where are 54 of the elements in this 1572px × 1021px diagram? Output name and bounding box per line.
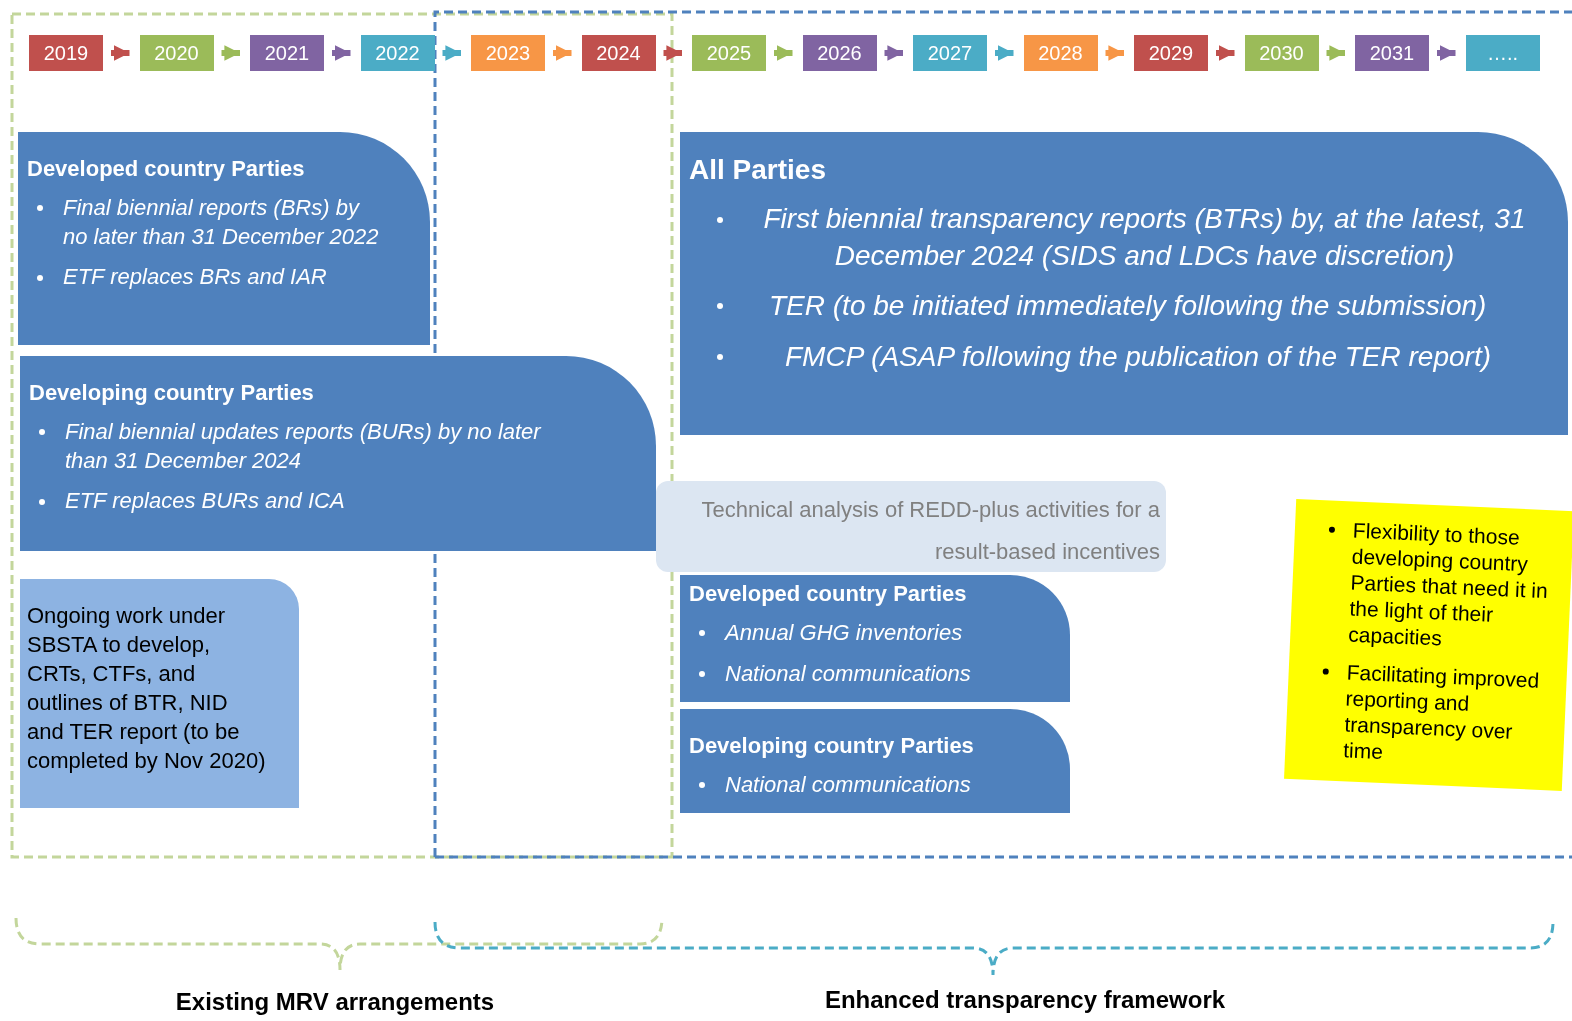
card-heading: Developed country Parties [689, 581, 968, 607]
arrow [1105, 45, 1124, 61]
bullet-text: ETF replaces BRs and IAR [27, 263, 420, 304]
year-box: 2028 [1023, 35, 1098, 71]
info-card [20, 356, 656, 551]
arrow [553, 45, 572, 61]
card-heading: All Parties [689, 154, 827, 186]
arrow [442, 45, 461, 61]
year-box: 2021 [250, 35, 324, 71]
year-box: 2030 [1244, 35, 1319, 71]
arrow [774, 45, 793, 61]
card-heading: Developed country Parties [27, 156, 306, 182]
bullet-text: First biennial transparency reports (BTRs) by, at the latest, 31 December 2024 (SIDS and LDCs have discretion) [689, 201, 1558, 289]
arrow [1437, 45, 1456, 61]
year-box: 2020 [139, 35, 214, 71]
year-box: 2024 [581, 35, 656, 71]
band [656, 481, 1166, 572]
arrow [884, 45, 903, 61]
year-box: 2023 [471, 35, 545, 71]
bullet-text: Facilitating improved reporting and transparency over time [1294, 657, 1560, 785]
arrow [221, 45, 240, 61]
info-card [680, 709, 1070, 813]
bullet-text: Annual GHG inventories [689, 619, 1060, 660]
bullet-text: National communications [689, 771, 1060, 812]
year-box: 2029 [1134, 35, 1208, 71]
bullet-text: National communications [689, 659, 1060, 701]
year-box: 2025 [692, 35, 766, 71]
info-card [680, 132, 1568, 435]
card-heading: Developing country Parties [689, 733, 975, 759]
year-box: 2019 [29, 35, 103, 71]
arrow [663, 45, 682, 61]
arrow [1216, 45, 1235, 61]
group-label: Enhanced transparency framework [824, 986, 1226, 1014]
arrow [111, 45, 130, 61]
bullet-text: ETF replaces BURs and ICA [29, 487, 646, 528]
group-label: Existing MRV arrangements [175, 988, 495, 1016]
bullet-text: Final biennial updates reports (BURs) by no later than 31 December 2024 [29, 418, 646, 488]
note-text: Ongoing work under SBSTA to develop, CRTs, CTFs, and outlines of BTR, NID and TER report (to be completed by Nov 2020) [27, 602, 267, 775]
year-box: 2026 [802, 35, 877, 71]
info-card [18, 132, 430, 345]
bullet-text: TER (to be initiated immediately following the submission) [689, 288, 1558, 339]
band-text: Technical analysis of REDD-plus activities for a result-based incentives [700, 496, 1160, 566]
year-box: ….. [1465, 35, 1540, 71]
year-box: 2027 [913, 35, 987, 71]
bullet-text: Final biennial reports (BRs) by no later than 31 December 2022 [27, 194, 420, 264]
arrow [995, 45, 1014, 61]
note-box [20, 579, 299, 808]
year-box: 2022 [360, 35, 435, 71]
bullet-text: FMCP (ASAP following the publication of the TER report) [689, 338, 1558, 389]
year-box: 2031 [1355, 35, 1429, 71]
info-card [680, 575, 1070, 702]
arrow [1326, 45, 1345, 61]
arrow [332, 45, 351, 61]
card-heading: Developing country Parties [29, 380, 315, 406]
